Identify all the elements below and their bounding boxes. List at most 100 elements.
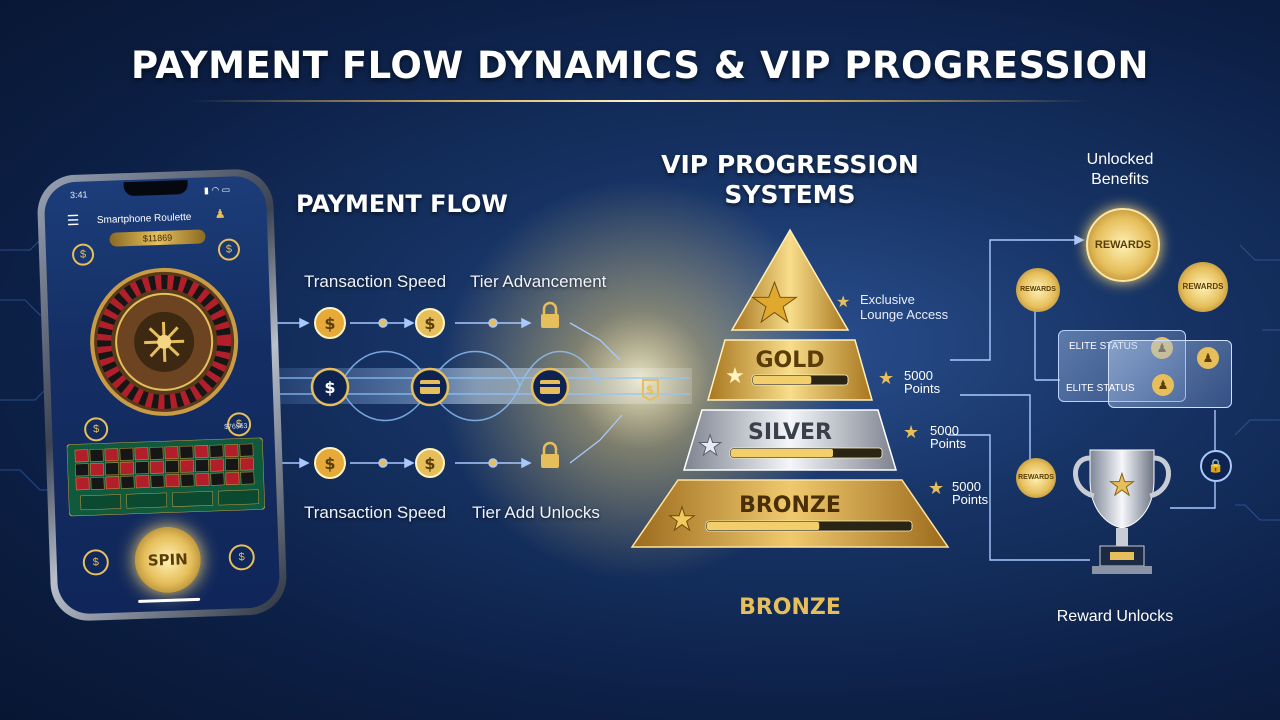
reward-unlocks-label: Reward Unlocks [1056, 608, 1174, 625]
bet-cell[interactable] [104, 448, 119, 462]
svg-text:$: $ [424, 314, 435, 333]
bet-cell[interactable] [90, 476, 105, 490]
rewards-coin[interactable]: REWARDS [1178, 262, 1228, 312]
tier-progress-fill [753, 376, 812, 384]
bet-cell[interactable] [180, 473, 195, 487]
bet-cell[interactable] [239, 443, 254, 457]
avatar-icon: ♟ [1152, 374, 1174, 396]
bet-cell[interactable] [120, 475, 135, 489]
balance-bar: $11869 [109, 229, 206, 247]
elite-card[interactable]: ♟ [1108, 340, 1232, 408]
bet-cell[interactable] [164, 446, 179, 460]
vip-title-line2: SYSTEMS [724, 180, 856, 209]
bet-option[interactable] [80, 494, 122, 511]
bet-cell[interactable] [180, 459, 194, 473]
tier-bronze-label: BRONZE [739, 493, 841, 518]
profile-icon[interactable]: ♟ [214, 206, 226, 222]
status-time: 3:41 [69, 189, 88, 201]
smartphone: 3:41 ▮ ◠ ▭ ☰ Smartphone Roulette ♟ $1186… [36, 168, 288, 622]
bet-cell[interactable] [195, 459, 209, 473]
chip-icon[interactable]: $ [228, 543, 256, 571]
status-icons: ▮ ◠ ▭ [203, 184, 231, 196]
star-icon: ★ [903, 422, 920, 442]
payment-flow-title: PAYMENT FLOW [296, 190, 508, 218]
tier-progress-fill [731, 449, 833, 457]
svg-text:★: ★ [668, 501, 697, 537]
flow-label: Transaction Speed [304, 503, 447, 522]
bet-cell[interactable] [179, 445, 194, 459]
bet-cell[interactable] [210, 458, 224, 472]
bet-cell[interactable] [224, 444, 239, 458]
bet-cell[interactable] [165, 474, 180, 488]
coin-icon[interactable]: $ [217, 238, 241, 261]
bet-cell[interactable] [195, 473, 210, 487]
bet-cell[interactable] [150, 460, 164, 474]
betting-table[interactable] [66, 437, 266, 517]
bet-option[interactable] [126, 492, 168, 509]
spin-button[interactable]: SPIN [133, 525, 202, 595]
star-icon: ★ [928, 478, 945, 498]
avatar-icon: ♟ [1197, 347, 1219, 369]
bet-cell[interactable] [75, 463, 90, 477]
coin-icon[interactable]: $ [71, 243, 95, 267]
tier-progress-fill [707, 522, 820, 530]
side-label: $76563 [224, 423, 248, 431]
bet-cell[interactable] [135, 475, 150, 489]
flow-label: Transaction Speed [304, 272, 447, 291]
vip-title: VIP PROGRESSION SYSTEMS [650, 150, 930, 210]
bet-cell[interactable] [90, 462, 105, 476]
rewards-coin[interactable]: REWARDS [1016, 268, 1060, 312]
star-icon: ★ [878, 368, 895, 388]
flow-icons: $ $ $ $ $ $ [310, 301, 659, 479]
bet-cell[interactable] [240, 471, 255, 485]
bet-cell[interactable] [150, 474, 165, 488]
star-icon: ★ [836, 294, 851, 311]
bet-cell[interactable] [165, 460, 179, 474]
lock-icon: 🔒 [1200, 450, 1232, 482]
trophy-icon: ★ [1073, 449, 1171, 574]
bet-option[interactable] [172, 491, 214, 507]
elite-label: ELITE STATUS [1066, 383, 1135, 394]
bet-option[interactable] [218, 489, 260, 506]
chip-icon[interactable]: $ [82, 548, 110, 576]
tier-gold-label: GOLD [755, 348, 825, 373]
menu-icon[interactable]: ☰ [66, 211, 80, 229]
roulette-wheel[interactable] [87, 264, 242, 419]
bet-cell[interactable] [119, 447, 134, 461]
bet-cell[interactable] [149, 446, 164, 460]
svg-text:$: $ [324, 378, 335, 397]
app-title: Smartphone Roulette [96, 211, 192, 227]
bet-cell[interactable] [135, 461, 149, 475]
bet-cell[interactable] [89, 448, 104, 462]
bet-cell[interactable] [105, 462, 120, 476]
svg-text:$: $ [324, 454, 335, 473]
bet-cell[interactable] [209, 444, 224, 458]
svg-text:$: $ [646, 383, 654, 397]
svg-text:★: ★ [725, 363, 745, 388]
bet-cell[interactable] [120, 461, 134, 475]
bet-cell[interactable] [75, 477, 90, 491]
rewards-medal[interactable]: REWARDS [1086, 208, 1160, 282]
page-title: PAYMENT FLOW DYNAMICS & VIP PROGRESSION [131, 44, 1149, 87]
rewards-coin[interactable]: REWARDS [1016, 458, 1056, 498]
bet-cell[interactable] [74, 449, 89, 463]
bet-cell[interactable] [194, 445, 209, 459]
title-divider [190, 100, 1090, 102]
tier-silver-label: SILVER [747, 420, 832, 445]
bet-cell[interactable] [225, 458, 239, 472]
bet-cell[interactable] [210, 472, 225, 486]
svg-text:★: ★ [697, 430, 722, 461]
svg-text:★: ★ [1109, 469, 1136, 502]
flow-label: Tier Advancement [470, 272, 607, 291]
home-indicator [138, 597, 201, 603]
bet-cell[interactable] [239, 457, 254, 471]
bet-cell[interactable] [134, 447, 149, 461]
bet-cell[interactable] [225, 472, 240, 486]
phone-notch [123, 179, 188, 197]
bet-cell[interactable] [105, 476, 120, 490]
coin-icon[interactable]: $ [83, 416, 109, 442]
